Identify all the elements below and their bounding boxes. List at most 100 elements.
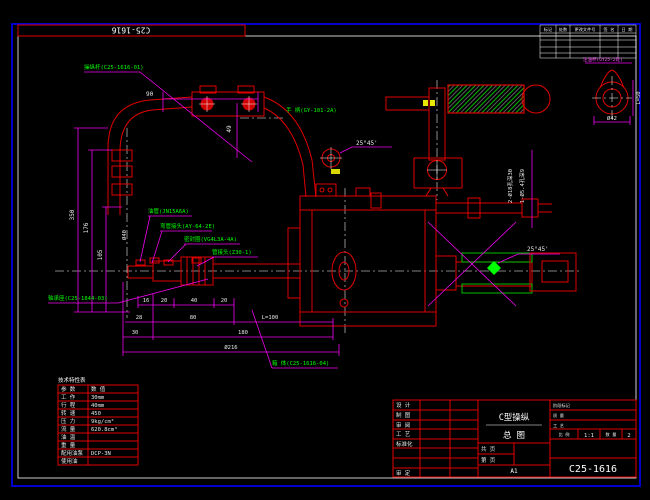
tb-scale-label: 比 例 — [559, 431, 570, 438]
callout-pipe: 油管(JN15A6A) — [139, 207, 192, 263]
dim-20b: 20 — [221, 298, 228, 304]
detail-dim-height: L=50 — [636, 91, 642, 104]
angle-right-label: 25°45' — [527, 246, 549, 253]
detail-view-oil-cup: 注油杯(GY25-2处) Ø42 L=50 — [583, 56, 642, 125]
corner-drawing-number: C25-1616 — [112, 26, 151, 35]
dim-49: 49 — [226, 125, 233, 133]
sheet-frame: C25-1616 — [11, 23, 641, 487]
dim-105: 105 — [97, 249, 104, 260]
param-cell: 压 力 — [61, 417, 75, 425]
callout-bearing: 轴承座(C25-1844-03) — [48, 278, 209, 304]
tb-process: 工 艺 — [396, 431, 411, 438]
param-cell: 30mm — [91, 395, 105, 401]
param-cell: 流 量 — [61, 425, 76, 433]
rev-col-count: 处数 — [559, 26, 568, 33]
dim-90: 90 — [146, 91, 154, 98]
tb-standard: 标准化 — [396, 440, 413, 448]
param-cell: 40mm — [91, 403, 105, 409]
tb-stage: 阶段标记 — [553, 402, 571, 409]
tb-pages2: 第 页 — [481, 456, 496, 464]
param-cell: 参 数 — [61, 385, 76, 393]
callout-lever-label: 操纵杆(C25-1616-01) — [84, 63, 144, 71]
param-cell: DCP-3N — [91, 451, 111, 457]
tb-draw: 制 图 — [396, 411, 411, 419]
tb-approve: 审 定 — [396, 469, 411, 477]
callout-housing-label: 箱 体(C25-1616-04) — [272, 359, 329, 367]
param-cell: 行 程 — [61, 401, 76, 409]
param-cell: 数 值 — [91, 385, 106, 393]
tb-title-line2: 总 图 — [503, 430, 525, 441]
callout-handle-label: 手 柄(GY-101-2A) — [286, 106, 337, 114]
dim-80: 80 — [190, 315, 197, 321]
tb-review: 审 阅 — [396, 421, 410, 429]
dim-left: 350 176 105 Ø40 — [69, 127, 130, 313]
tb-design: 设 计 — [396, 401, 411, 409]
dim-40: 40 — [191, 298, 198, 304]
detail-label: 注油杯(GY25-2处) — [583, 56, 623, 63]
yellow-marker — [423, 100, 428, 106]
callout-seal: 密封圈(VG4L3A-4A) — [167, 235, 240, 263]
rev-col-docno: 更改文件号 — [575, 26, 596, 33]
grip — [447, 84, 525, 114]
tb-title-line1: C型操纵 — [499, 412, 530, 423]
callout-housing: 箱 体(C25-1616-04) — [251, 309, 338, 369]
rev-col-mark: 标记 — [544, 26, 553, 33]
detail-dim-width: Ø42 — [607, 115, 617, 122]
param-cell: 使用油 — [61, 457, 78, 465]
dim-176: 176 — [83, 222, 90, 233]
tb-drawing-number: C25-1616 — [569, 464, 617, 475]
dim-20a: 20 — [161, 298, 168, 304]
param-cell: 配用油泵 — [61, 449, 84, 457]
tb-pages1: 共 页 — [481, 445, 496, 453]
callout-handle: 手 柄(GY-101-2A) — [286, 106, 337, 114]
dim-30: 30 — [132, 330, 139, 336]
callout-seal-label: 密封圈(VG4L3A-4A) — [184, 235, 237, 243]
yellow-marker — [331, 169, 340, 174]
tb-scale-value: 1:1 — [584, 433, 594, 439]
param-cell: 620.8cm³ — [91, 426, 118, 433]
param-cell: 转 速 — [61, 409, 76, 417]
callout-pipe-label: 油管(JN15A6A) — [148, 207, 189, 215]
callout-bearing-label: 轴承座(C25-1844-03) — [48, 294, 108, 302]
angle-marker-right: 25°45' — [497, 246, 560, 264]
gearbox-housing — [287, 183, 437, 327]
yellow-marker — [430, 100, 435, 106]
rev-col-date: 日 期 — [622, 27, 633, 33]
param-table-title: 技术特性表 — [58, 376, 86, 384]
param-cell: 重 量 — [61, 441, 76, 449]
dim-dia40: Ø40 — [121, 230, 128, 240]
revision-table: 标记 处数 更改文件号 签 名 日 期 — [539, 24, 637, 59]
dim-L100: L=100 — [262, 315, 279, 321]
dim-180: 180 — [238, 330, 248, 336]
tb-proc2: 工 艺 — [553, 423, 564, 428]
callout-joint: 管接头(Z30-1) — [196, 248, 258, 267]
title-block: 设 计 制 图 审 阅 工 艺 标准化 审 定 C型操纵 总 图 共 页 第 页… — [392, 399, 637, 478]
dim-16: 16 — [143, 298, 150, 304]
output-shaft — [427, 221, 577, 307]
centerlines — [55, 80, 582, 336]
dim-dia216: Ø216 — [224, 344, 237, 351]
param-table: 技术特性表 参 数 数 值 工 作 30mm 行 程 40mm 转 速 450 … — [57, 376, 139, 466]
angle-upper-label: 25°45' — [356, 140, 378, 147]
rev-col-sign: 签 名 — [604, 26, 615, 33]
tb-qty-value: 2 — [627, 433, 630, 439]
dim-350: 350 — [69, 209, 76, 220]
tb-qty-label: 数 量 — [606, 431, 617, 438]
callout-elbow-label: 弯管接头(AY-64-2E) — [160, 222, 215, 230]
dim-28: 28 — [136, 315, 143, 321]
param-cell: 工 作 — [61, 393, 76, 401]
holes-a-label: 2-Ø18孔深30 — [506, 169, 514, 203]
angle-marker-upper: 25°45' — [320, 140, 392, 174]
tb-mass: 质 量 — [553, 412, 564, 419]
param-cell: 油 温 — [61, 433, 76, 441]
param-cell: 9kg/cm² — [91, 418, 114, 425]
param-cell: 450 — [91, 411, 101, 417]
holes-b-label: 1-Ø5.4孔深9 — [518, 169, 526, 203]
tb-sheet-size: A1 — [510, 468, 518, 475]
pipes — [436, 197, 552, 219]
lever-assembly — [107, 85, 317, 215]
hand-lever-assembly — [385, 84, 551, 197]
hole-callouts: 2-Ø18孔深30 1-Ø5.4孔深9 — [506, 150, 533, 228]
